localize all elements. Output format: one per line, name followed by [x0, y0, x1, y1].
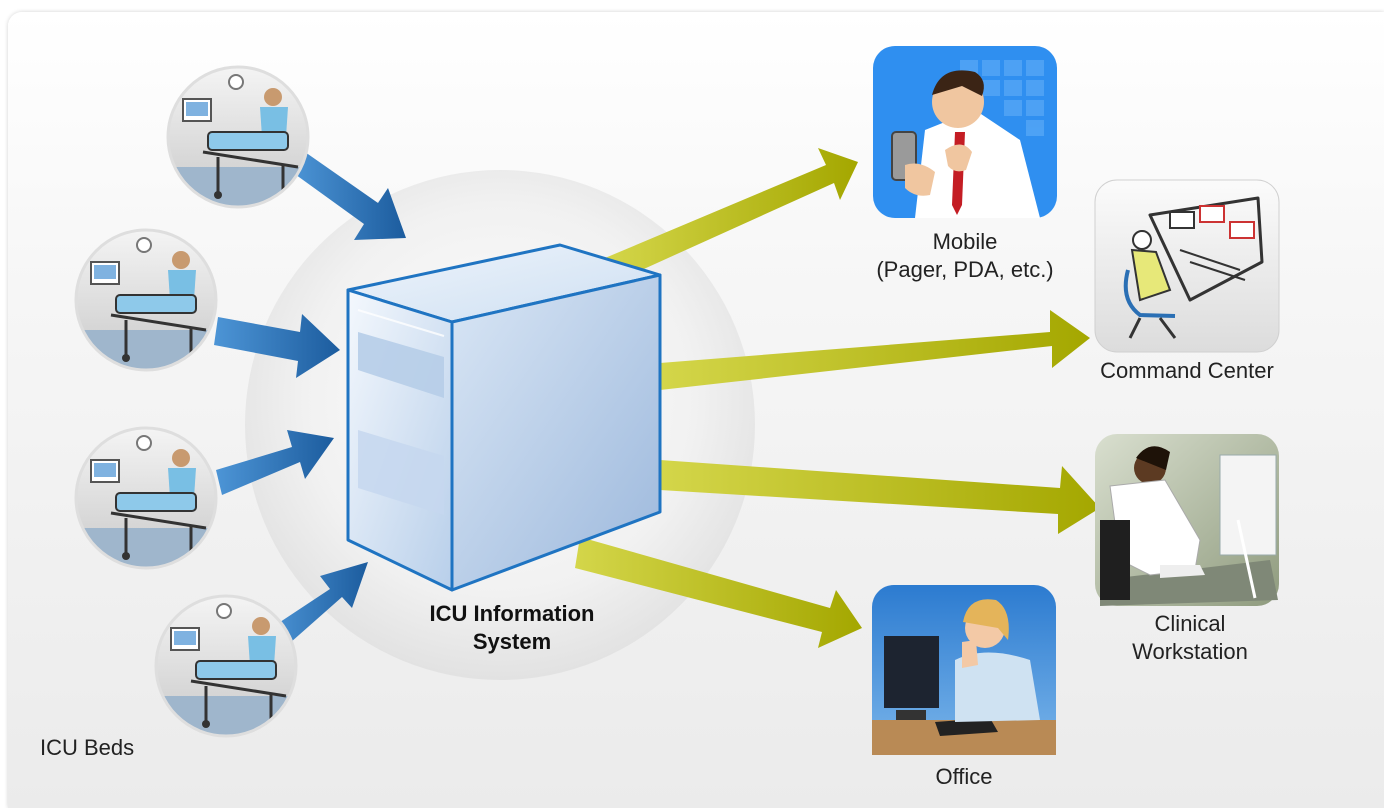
icu-bed-2 [74, 228, 218, 372]
clinical-workstation-label-line1: Clinical [1154, 611, 1226, 636]
mobile-label-line2: (Pager, PDA, etc.) [876, 257, 1054, 282]
inbound-arrows [214, 152, 406, 650]
server-label: ICU Information System [404, 600, 620, 656]
inbound-arrow-1 [292, 152, 406, 240]
clinical-workstation-label-line2: Workstation [1132, 639, 1248, 664]
command-center-label: Command Center [1077, 357, 1297, 385]
icu-bed-3 [74, 426, 218, 570]
office-worker-icon [872, 585, 1056, 755]
outbound-arrow-office [575, 537, 862, 648]
mobile-person-icon [873, 46, 1057, 218]
server-label-line1: ICU Information [429, 601, 595, 626]
outbound-arrow-mobile [605, 148, 858, 282]
office-label: Office [904, 763, 1024, 791]
icu-bed-4 [154, 594, 298, 738]
outbound-arrow-command-center [660, 310, 1090, 390]
server-icon [346, 243, 662, 592]
inbound-arrow-4 [268, 562, 368, 650]
outbound-arrows [575, 148, 1100, 648]
clinical-workstation-icon [1095, 434, 1279, 606]
inbound-arrow-2 [214, 314, 340, 378]
inbound-arrow-3 [216, 430, 334, 495]
office-label-text: Office [935, 764, 993, 789]
command-center-label-text: Command Center [1100, 358, 1274, 383]
command-center-icon [1094, 179, 1280, 353]
clinical-workstation-label: Clinical Workstation [1090, 610, 1290, 666]
mobile-label-line1: Mobile [932, 229, 998, 254]
icu-bed-1 [166, 65, 310, 209]
icu-beds-label-text: ICU Beds [40, 735, 135, 760]
icu-beds-label: ICU Beds [40, 734, 134, 762]
outbound-arrow-workstation [660, 460, 1100, 534]
mobile-label: Mobile (Pager, PDA, etc.) [845, 228, 1085, 284]
server-label-line2: System [472, 629, 552, 654]
